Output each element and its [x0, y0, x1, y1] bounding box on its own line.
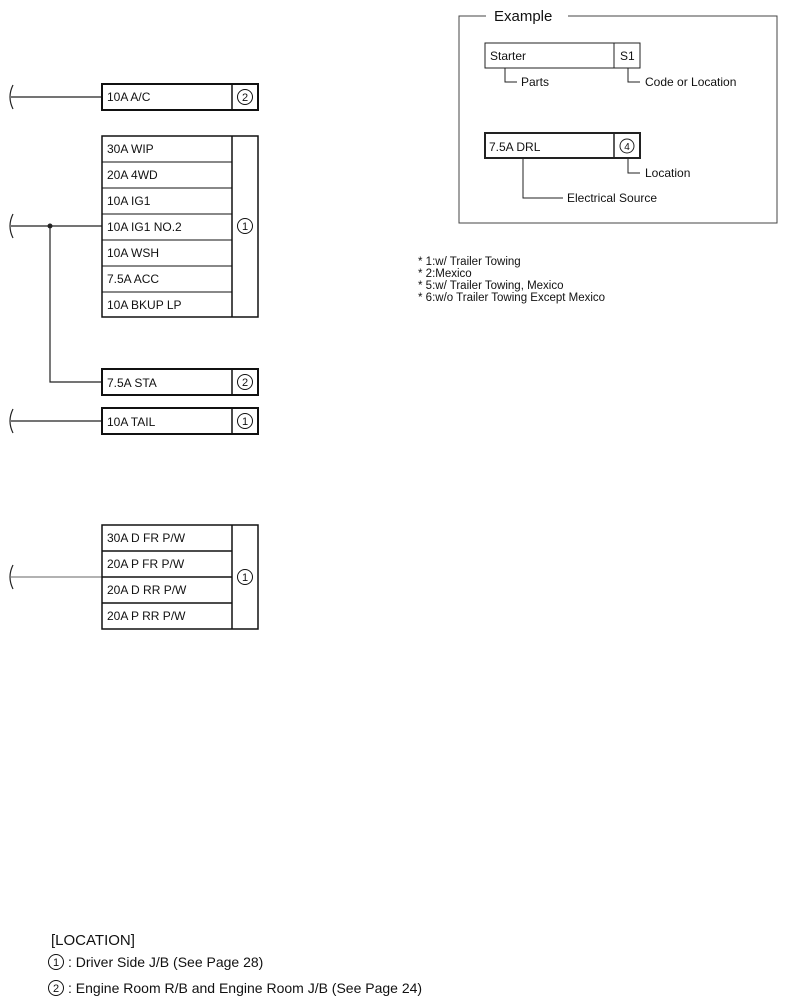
fuse-10a-bkup-lp: 10A BKUP LP — [107, 298, 182, 312]
fuse-group-2-loc: 1 — [242, 572, 248, 584]
fuse-20a-d-rr-pw: 20A D RR P/W — [107, 583, 187, 597]
fuse-group-1-loc-circle — [237, 218, 253, 234]
location-2-text: : Engine Room R/B and Engine Room J/B (S… — [68, 980, 422, 996]
location-legend: [LOCATION] 1 : Driver Side J/B (See Page… — [48, 932, 422, 996]
notes: * 1:w/ Trailer Towing * 2:Mexico * 5:w/ … — [418, 256, 605, 304]
fuse-group-2-loc-circle — [237, 569, 253, 585]
location-1-circle — [48, 954, 64, 970]
location-1-text: : Driver Side J/B (See Page 28) — [68, 954, 263, 970]
fuse-tail: 10A TAIL 1 — [101, 407, 259, 435]
wire-sta — [49, 226, 102, 383]
example-part-code: S1 — [620, 49, 635, 63]
fuse-20a-4wd: 20A 4WD — [107, 168, 158, 182]
example-label-source: Electrical Source — [567, 191, 657, 205]
fuse-30a-d-fr-pw: 30A D FR P/W — [107, 531, 186, 545]
fuse-ac-loc: 2 — [242, 92, 248, 104]
note-2: * 2:Mexico — [418, 268, 472, 280]
wires — [9, 84, 102, 590]
location-1-num: 1 — [53, 957, 59, 969]
note-1: * 1:w/ Trailer Towing — [418, 256, 521, 268]
location-2-circle — [48, 980, 64, 996]
wire-break-tail — [9, 408, 14, 434]
fuse-sta-label: 7.5A STA — [107, 376, 157, 390]
fuse-sta-loc: 2 — [242, 377, 248, 389]
example-title-mask — [486, 6, 568, 26]
fuse-group-2: 30A D FR P/W 20A P FR P/W 20A D RR P/W 2… — [101, 524, 259, 630]
fuse-7-5a-acc: 7.5A ACC — [107, 272, 159, 286]
fuse-tail-loc: 1 — [242, 416, 248, 428]
fuse-group-1-loc: 1 — [242, 221, 248, 233]
example-legend: Example Starter S1 Parts Code or Locatio… — [458, 6, 778, 224]
location-2-num: 2 — [53, 983, 59, 995]
example-label-code: Code or Location — [645, 75, 736, 89]
fuse-ac-label: 10A A/C — [107, 90, 151, 104]
example-source-leader — [522, 158, 563, 199]
example-source-name: 7.5A DRL — [489, 140, 541, 154]
fuse-ac: 10A A/C 2 — [101, 83, 259, 111]
fuse-30a-wip: 30A WIP — [107, 142, 154, 156]
location-title: [LOCATION] — [51, 932, 135, 949]
fuse-sta: 7.5A STA 2 — [101, 368, 259, 396]
fuse-10a-ig1-no2: 10A IG1 NO.2 — [107, 220, 182, 234]
example-parts-leader — [504, 68, 517, 83]
fuse-ac-loc-circle — [237, 89, 253, 105]
note-4: * 6:w/o Trailer Towing Except Mexico — [418, 292, 605, 304]
example-code-leader — [627, 68, 640, 83]
example-border — [458, 15, 778, 224]
example-label-location: Location — [645, 166, 690, 180]
fuse-10a-ig1: 10A IG1 — [107, 194, 151, 208]
example-location-leader — [627, 158, 640, 174]
fuse-10a-wsh: 10A WSH — [107, 246, 159, 260]
fuse-20a-p-rr-pw: 20A P RR P/W — [107, 609, 186, 623]
fuse-20a-p-fr-pw: 20A P FR P/W — [107, 557, 185, 571]
example-part-name: Starter — [490, 49, 526, 63]
example-source-loc: 4 — [624, 142, 630, 153]
fuse-tail-label: 10A TAIL — [107, 415, 156, 429]
example-location-circle — [619, 138, 635, 154]
wire-break-group1 — [9, 213, 14, 239]
example-label-parts: Parts — [521, 75, 549, 89]
wire-break-group2 — [9, 564, 14, 590]
note-3: * 5:w/ Trailer Towing, Mexico — [418, 280, 564, 292]
fuse-group-1: 30A WIP 20A 4WD 10A IG1 10A IG1 NO.2 10A… — [101, 135, 259, 318]
fuse-sta-loc-circle — [237, 374, 253, 390]
fuse-tail-loc-circle — [237, 413, 253, 429]
wire-break-ac — [9, 84, 14, 110]
example-title: Example — [494, 8, 552, 25]
